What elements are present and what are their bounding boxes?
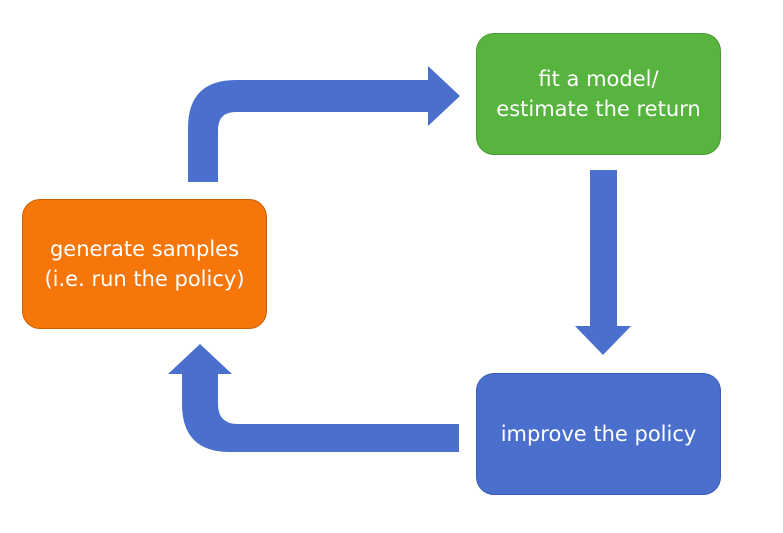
arrow-generate-to-fit <box>188 66 460 182</box>
fit-model-line2: estimate the return <box>496 97 701 121</box>
fit-model-line1: fit a model/ <box>538 67 659 91</box>
generate-samples-line2: (i.e. run the policy) <box>44 267 245 291</box>
arrow-fit-to-improve <box>575 170 631 355</box>
improve-policy-line1: improve the policy <box>500 422 697 446</box>
generate-samples-line1: generate samples <box>49 237 240 261</box>
fit-model-box: fit a model/ estimate the return <box>476 33 721 155</box>
generate-samples-box: generate samples (i.e. run the policy) <box>22 199 267 329</box>
improve-policy-box: improve the policy <box>476 373 721 495</box>
arrow-improve-to-generate <box>168 344 459 452</box>
